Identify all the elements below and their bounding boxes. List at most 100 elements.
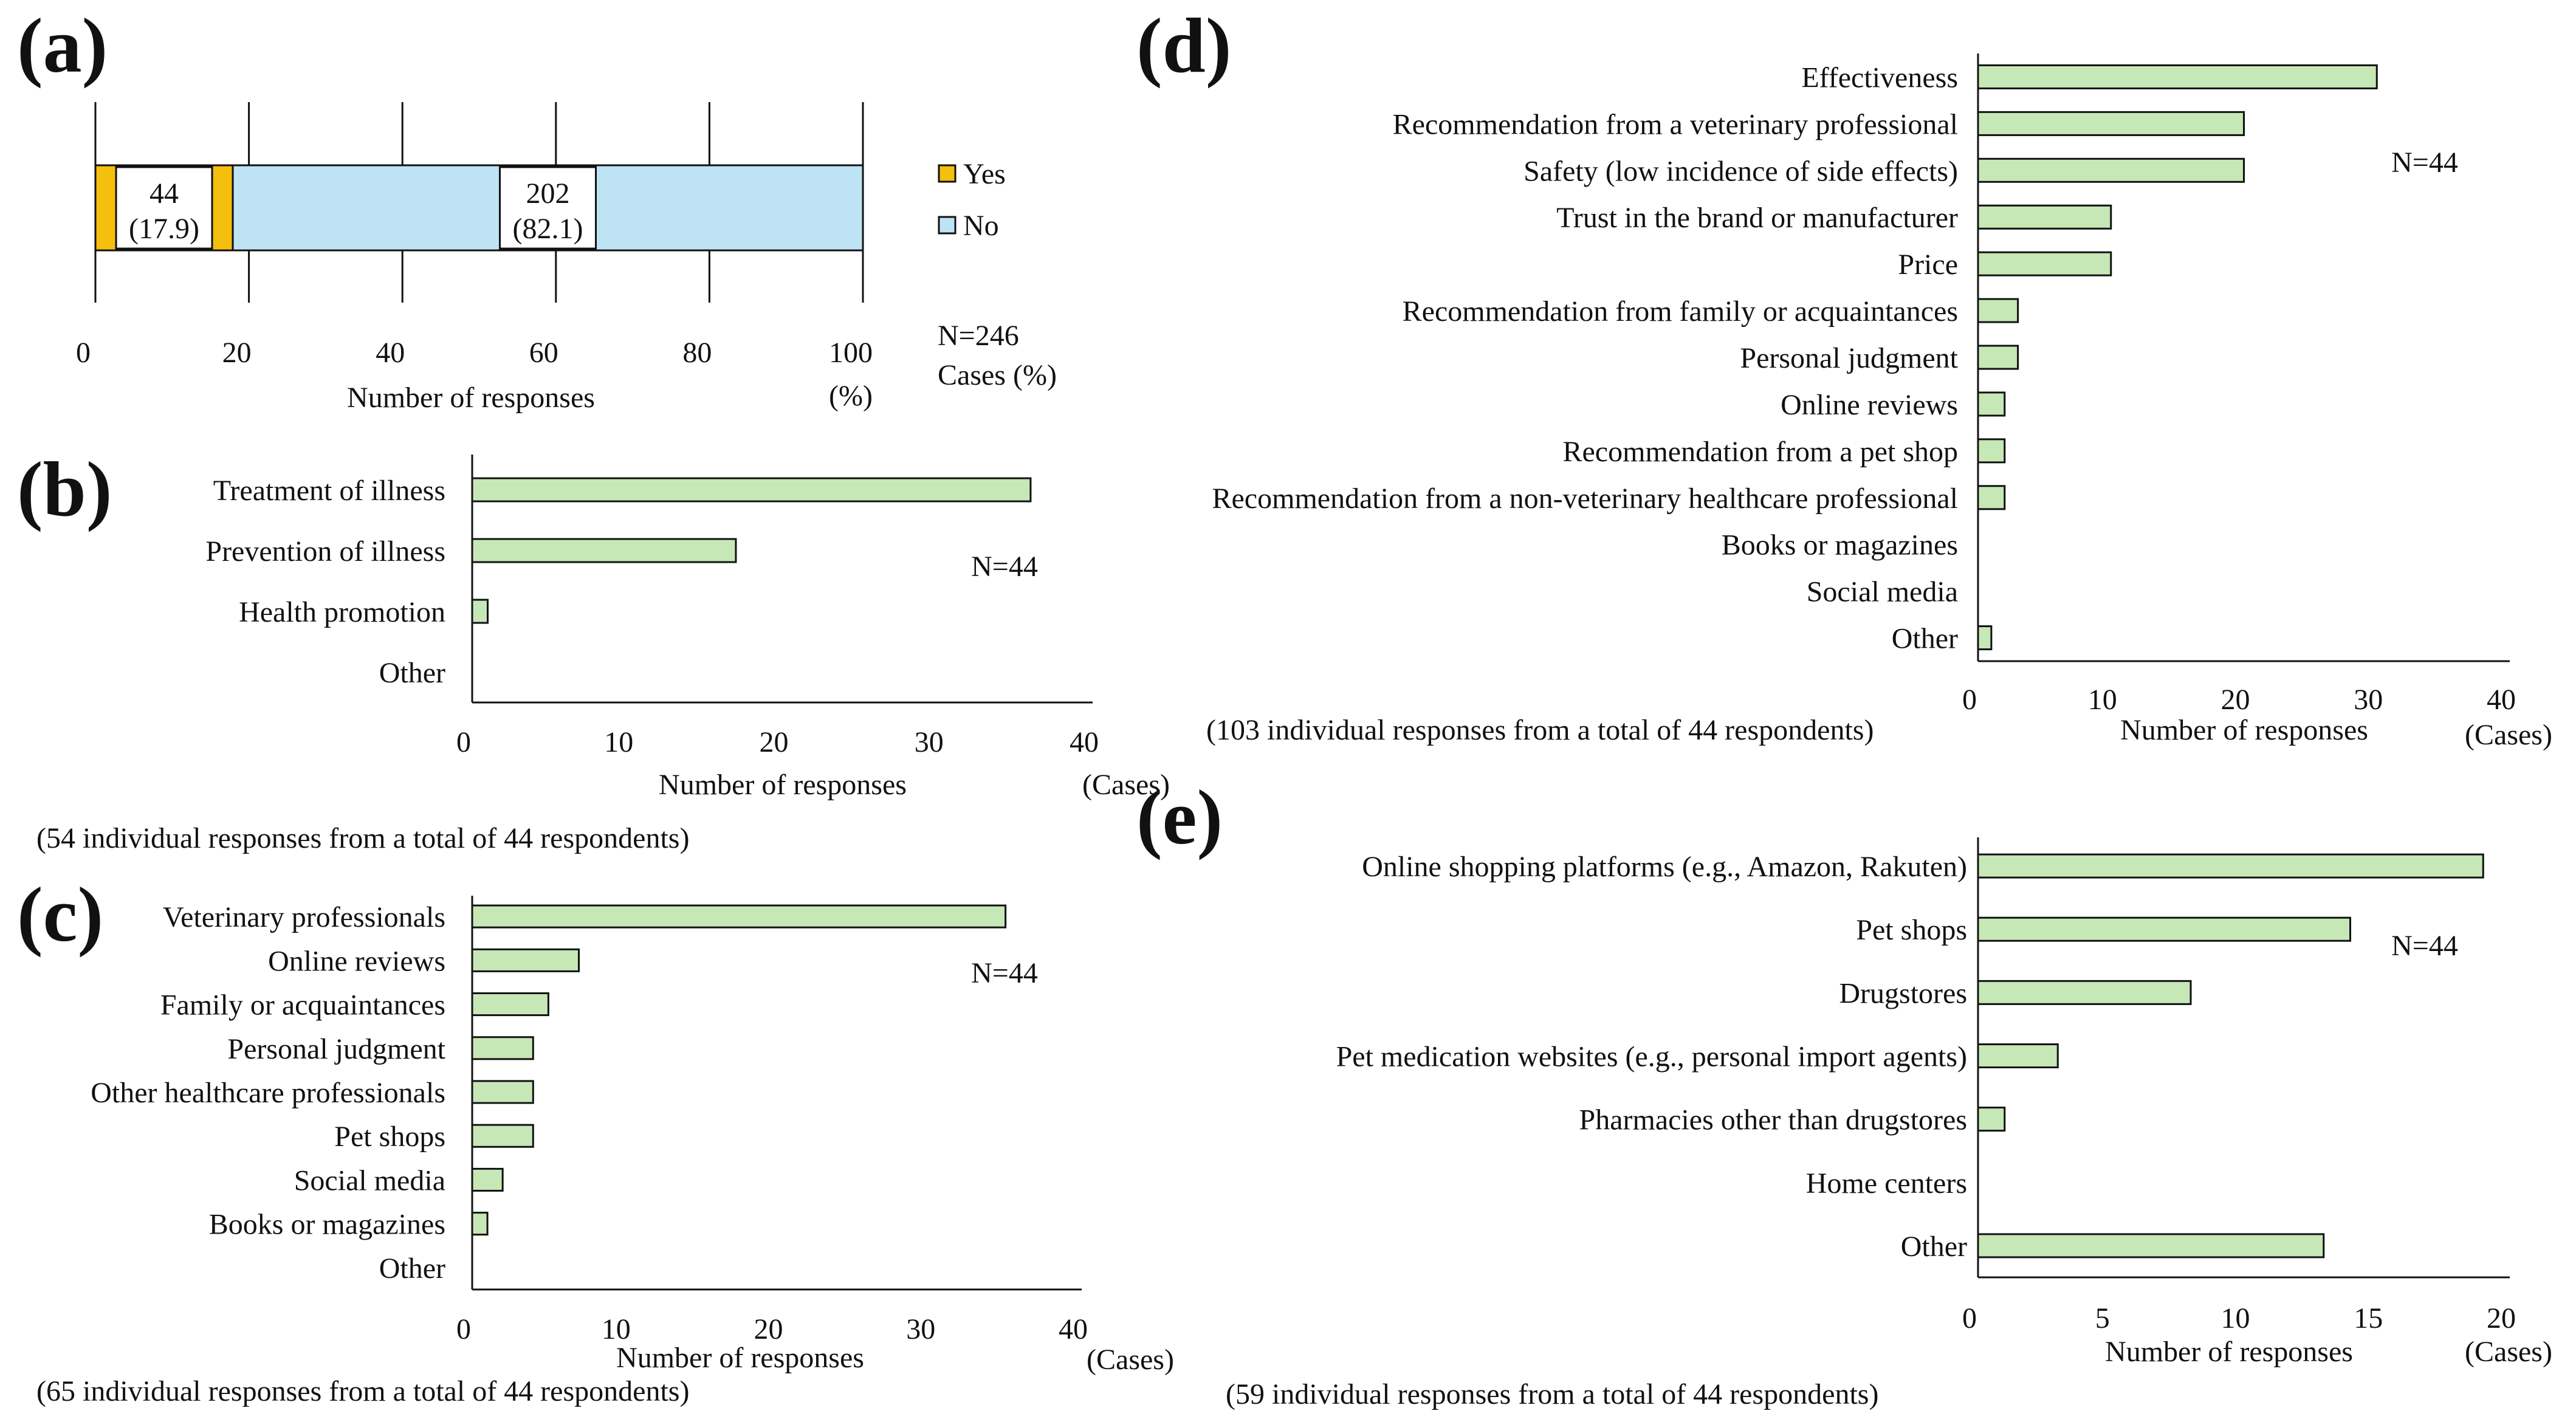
category-label: Books or magazines: [209, 1209, 445, 1241]
legend-label-no: No: [963, 210, 999, 242]
bar: [471, 599, 489, 624]
x-tick-label: 0: [456, 726, 471, 758]
category-label: Other: [379, 657, 445, 689]
x-axis-label: Number of responses: [659, 769, 907, 801]
category-label: Social media: [1807, 576, 1958, 608]
category-label: Pet shops: [334, 1121, 445, 1153]
x-tick-label: 40: [2487, 684, 2516, 716]
category-label: Pet shops: [1856, 914, 1967, 946]
x-tick-label: 0: [76, 337, 91, 369]
x-tick-label: 0: [1962, 1302, 1977, 1334]
sample-size: N=44: [2391, 146, 2458, 179]
x-tick-label: 80: [682, 337, 712, 369]
x-tick-label: 5: [2095, 1302, 2110, 1334]
category-label: Personal judgment: [1740, 342, 1958, 374]
bar: [1977, 853, 2484, 879]
responses-note: (59 individual responses from a total of…: [1226, 1378, 1878, 1410]
x-tick-label: 20: [2487, 1302, 2516, 1334]
category-label: Drugstores: [1839, 977, 1967, 1009]
category-label: Other: [1892, 623, 1958, 655]
x-axis-unit: (Cases): [2465, 1336, 2552, 1368]
data-label-percent: (17.9): [129, 213, 199, 245]
data-label-box: [115, 166, 213, 250]
x-axis-unit: (Cases): [1087, 1344, 1174, 1376]
category-label: Recommendation from family or acquaintan…: [1403, 295, 1958, 328]
category-label: Health promotion: [239, 596, 445, 628]
category-label: Family or acquaintances: [160, 989, 445, 1022]
category-label: Recommendation from a pet shop: [1562, 436, 1958, 468]
category-label: Other healthcare professionals: [91, 1077, 445, 1109]
x-axis-unit: (%): [829, 380, 873, 412]
category-label: Price: [1898, 249, 1958, 281]
legend-swatch-yes: [938, 164, 957, 183]
data-label-count: 202: [526, 177, 570, 210]
x-tick-label: 20: [760, 726, 789, 758]
category-label: Pharmacies other than drugstores: [1579, 1104, 1967, 1136]
category-label: Safety (low incidence of side effects): [1523, 155, 1958, 187]
x-axis-label: Number of responses: [616, 1342, 864, 1374]
bar: [471, 1080, 534, 1104]
category-label: Prevention of illness: [205, 535, 445, 568]
x-tick-label: 40: [376, 337, 405, 369]
category-label: Personal judgment: [227, 1033, 445, 1065]
bar: [1977, 64, 2378, 89]
bar: [1977, 157, 2245, 183]
responses-note: (65 individual responses from a total of…: [36, 1375, 689, 1407]
panel-label-c: (c): [17, 871, 103, 958]
category-label: Effectiveness: [1801, 61, 1958, 94]
panel-label-b: (b): [17, 446, 112, 532]
x-tick-label: 20: [754, 1313, 783, 1345]
bar: [1977, 1107, 2006, 1132]
bar: [471, 477, 1032, 503]
responses-note: (103 individual responses from a total o…: [1206, 714, 1874, 746]
legend-label-yes: Yes: [963, 158, 1006, 190]
bar: [471, 538, 737, 563]
bar: [1977, 251, 2112, 276]
category-label: Social media: [294, 1164, 445, 1197]
category-label: Online shopping platforms (e.g., Amazon,…: [1362, 851, 1967, 883]
category-label: Home centers: [1806, 1167, 1967, 1200]
bar: [471, 1124, 534, 1148]
x-tick-label: 15: [2354, 1302, 2383, 1334]
category-label: Recommendation from a non-veterinary hea…: [1212, 482, 1958, 515]
x-tick-label: 30: [915, 726, 944, 758]
bar: [1977, 298, 2019, 323]
sample-size: N=44: [971, 551, 1038, 583]
category-label: Trust in the brand or manufacturer: [1556, 202, 1958, 234]
bar: [471, 948, 580, 972]
sample-size: N=44: [971, 957, 1038, 989]
bar: [471, 1212, 489, 1236]
bar: [1977, 1233, 2325, 1258]
x-tick-label: 10: [2221, 1302, 2250, 1334]
x-axis-unit: (Cases): [1082, 769, 1170, 801]
bar: [1977, 111, 2245, 136]
panel-e-chart: (e) Online shopping platforms (e.g., Amaz…: [1136, 774, 2552, 1410]
x-axis-label: Number of responses: [347, 382, 595, 414]
bar: [1977, 204, 2112, 230]
panel-label-a: (a): [17, 2, 108, 89]
responses-note: (54 individual responses from a total of…: [36, 822, 689, 854]
x-axis-label: Number of responses: [2120, 714, 2368, 746]
x-tick-label: 0: [1962, 684, 1977, 716]
bar: [1977, 345, 2019, 370]
category-label: Online reviews: [268, 945, 445, 977]
data-label-box: [499, 166, 597, 250]
category-label: Online reviews: [1781, 389, 1958, 421]
sample-size: N=246: [938, 320, 1019, 352]
x-tick-label: 40: [1070, 726, 1099, 758]
panel-label-e: (e): [1136, 774, 1223, 860]
sample-size: N=44: [2391, 930, 2458, 962]
x-tick-label: 10: [604, 726, 633, 758]
bar: [471, 904, 1007, 929]
bar: [1977, 1043, 2059, 1068]
bar: [471, 992, 549, 1017]
x-tick-label: 20: [222, 337, 252, 369]
category-label: Other: [1901, 1231, 1967, 1263]
x-tick-label: 40: [1059, 1313, 1088, 1345]
category-label: Pet medication websites (e.g., personal …: [1336, 1041, 1967, 1073]
data-label-percent: (82.1): [513, 213, 583, 245]
x-tick-label: 10: [602, 1313, 631, 1345]
panel-label-d: (d): [1136, 2, 1231, 89]
